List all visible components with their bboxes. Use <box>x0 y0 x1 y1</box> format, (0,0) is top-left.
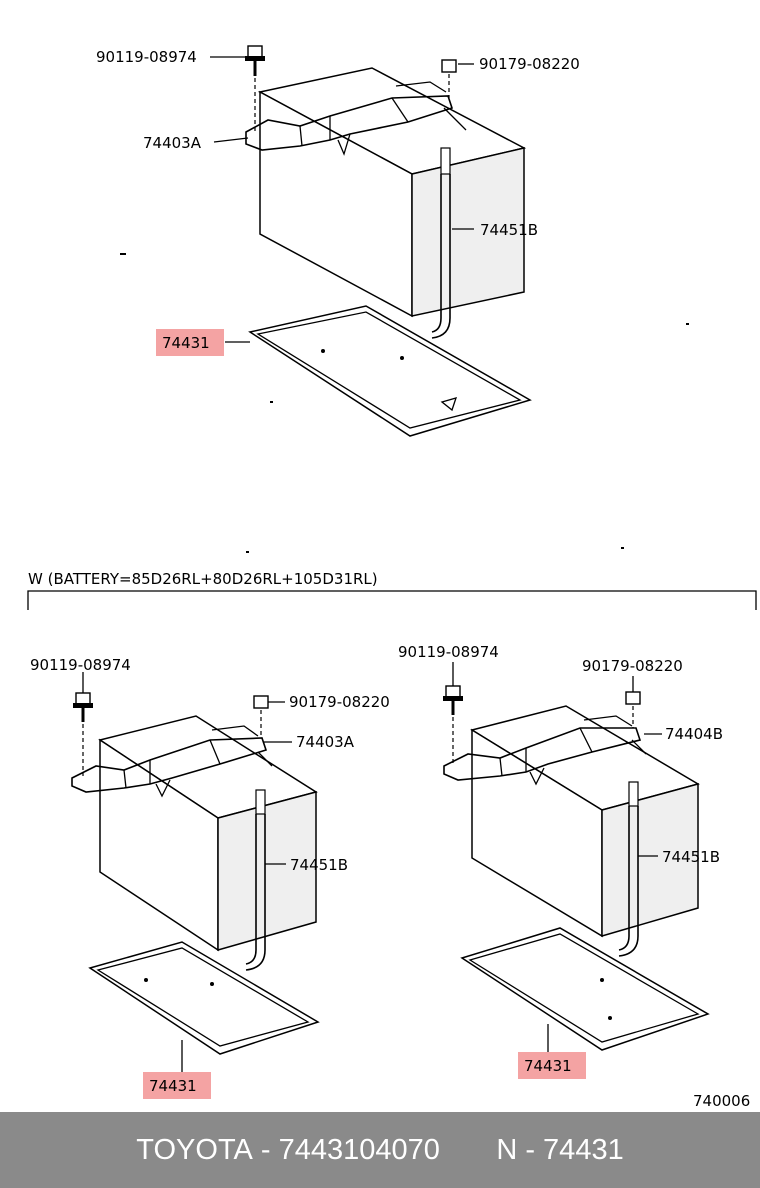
parts-diagram: 90119-08974 90179-08220 74403A 74451B 74… <box>27 45 757 1110</box>
label-clamp-top: 74403A <box>143 134 202 152</box>
battery-right <box>470 705 700 938</box>
footer-brand: TOYOTA <box>136 1133 253 1166</box>
left-assembly: 90119-08974 90179-08220 74403A 74451B 74… <box>30 656 390 1099</box>
label-bolt-left: 90119-08974 <box>30 656 131 674</box>
label-nut-right: 90179-08220 <box>582 657 683 675</box>
figure-code: 740006 <box>693 1092 750 1110</box>
label-clamp-left: 74403A <box>296 733 355 751</box>
bolt-90119-top <box>245 45 265 132</box>
label-nut-left: 90179-08220 <box>289 693 390 711</box>
highlight-tray-right <box>518 1052 586 1079</box>
tray-74431-left <box>88 941 320 1055</box>
section-title: W (BATTERY=85D26RL+80D26RL+105D31RL) <box>28 570 378 588</box>
battery-left <box>98 715 318 952</box>
nut-90179-right <box>625 691 641 728</box>
label-tray-left[interactable]: 74431 <box>149 1077 197 1095</box>
section-bracket: W (BATTERY=85D26RL+80D26RL+105D31RL) <box>27 570 757 610</box>
bolt-90119-right <box>443 685 463 764</box>
clamp-74404b-right <box>443 715 647 786</box>
bolt-90119-left <box>73 692 93 776</box>
label-rod-right: 74451B <box>662 848 720 866</box>
top-assembly: 90119-08974 90179-08220 74403A 74451B 74… <box>96 45 580 437</box>
tray-74431-top <box>248 305 532 437</box>
label-clamp-right: 74404B <box>665 725 723 743</box>
label-tray-top[interactable]: 74431 <box>162 334 210 352</box>
nut-90179-top <box>441 59 457 98</box>
label-rod-left: 74451B <box>290 856 348 874</box>
footer-separator: - <box>252 1133 279 1166</box>
tray-74431-right <box>460 927 710 1051</box>
rod-74451b-left <box>245 789 266 971</box>
label-nut-top: 90179-08220 <box>479 55 580 73</box>
right-assembly: 90119-08974 90179-08220 74404B 74451B 74… <box>398 643 723 1079</box>
scan-specks <box>120 253 689 553</box>
footer-gap <box>440 1134 496 1167</box>
label-rod-top: 74451B <box>480 221 538 239</box>
nut-90179-left <box>253 695 269 738</box>
label-bolt-right: 90119-08974 <box>398 643 499 661</box>
rod-74451b-right <box>618 781 639 957</box>
footer-part-ref: N - 74431 <box>496 1133 624 1166</box>
clamp-74403a-top <box>245 81 467 156</box>
label-tray-right[interactable]: 74431 <box>524 1057 572 1075</box>
footer-part-number[interactable]: 7443104070 <box>278 1133 440 1166</box>
clamp-74403a-left <box>71 725 273 798</box>
rod-74451b-top <box>431 147 451 339</box>
battery-top <box>257 67 527 318</box>
label-bolt-top: 90119-08974 <box>96 48 197 66</box>
highlight-tray-left <box>143 1072 211 1099</box>
footer-bar: TOYOTA - 7443104070 N - 74431 <box>0 1112 760 1188</box>
highlight-tray-top <box>156 329 224 356</box>
